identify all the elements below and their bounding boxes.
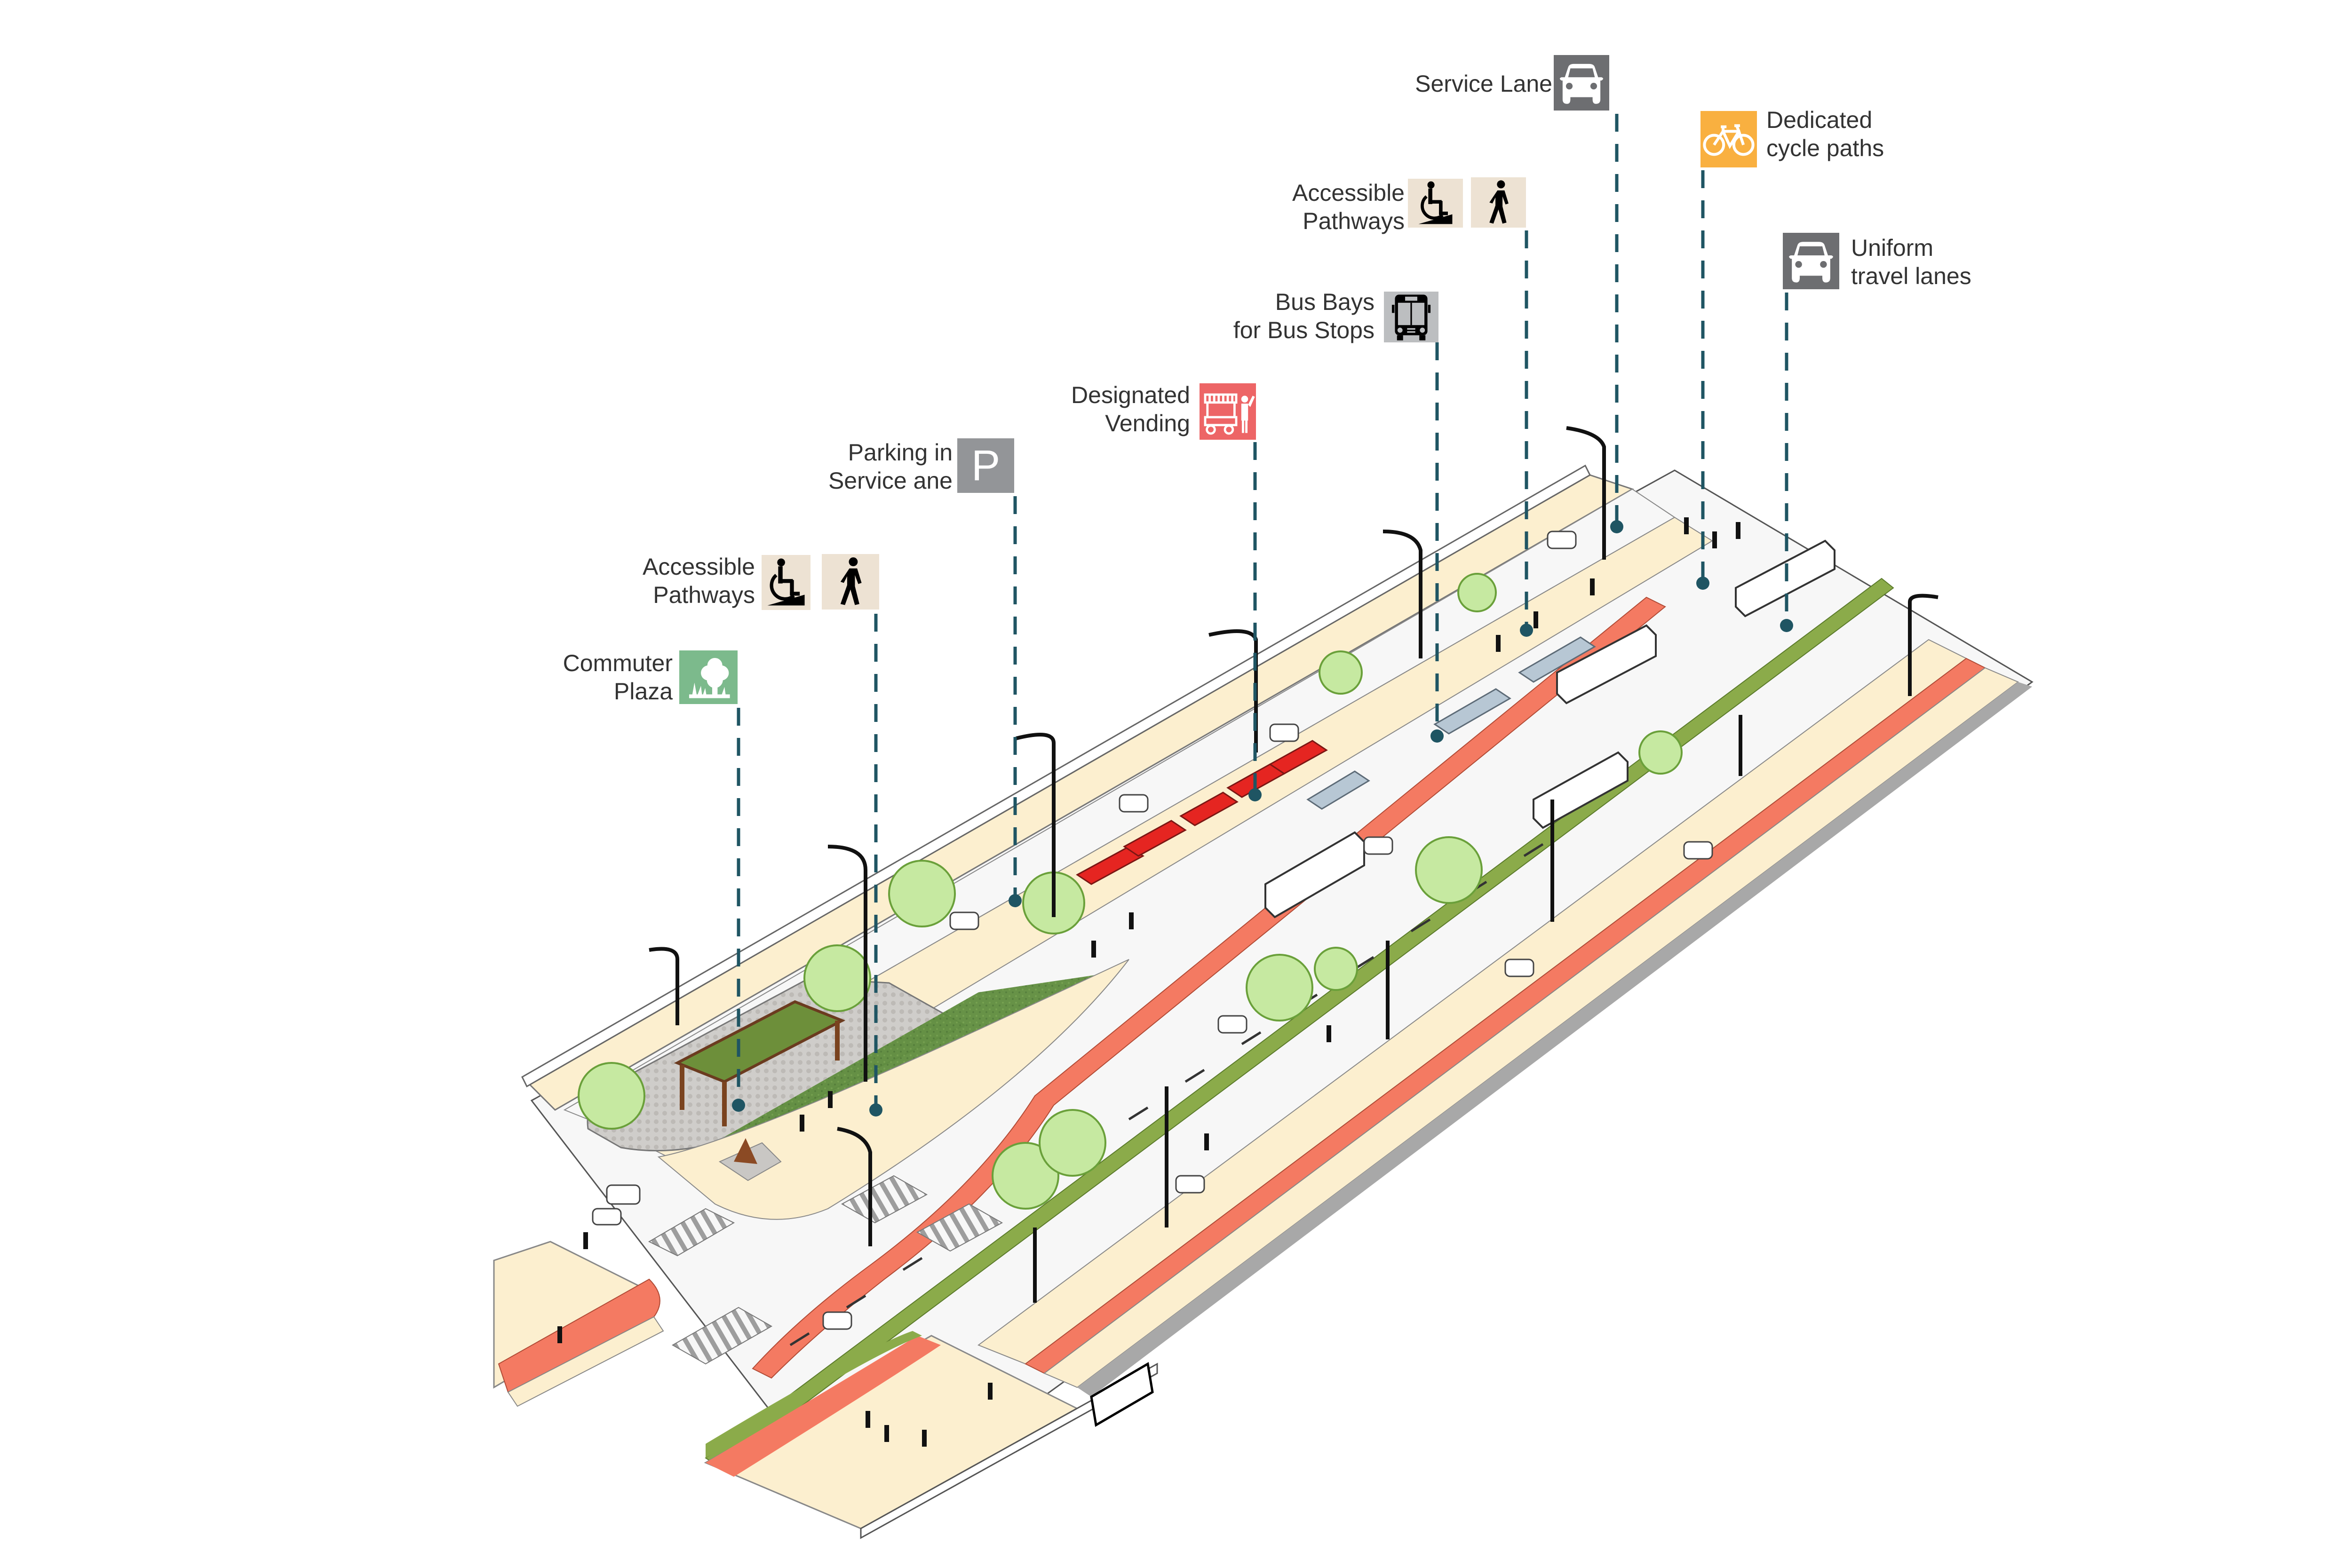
label-line: Service Lane: [1415, 71, 1552, 97]
label-line: Pathways: [1303, 208, 1405, 234]
leader-dot: [1696, 577, 1709, 590]
leader-dot: [1610, 520, 1623, 533]
callout-label: Designated Vending: [1002, 381, 1190, 437]
parking-icon-letter: P: [971, 442, 1001, 490]
callout-label: Accessible Pathways: [567, 553, 755, 609]
callout-label: Commuter Plaza: [485, 649, 673, 705]
callout-label: Bus Bays for Bus Stops: [1139, 288, 1375, 344]
label-line: for Bus Stops: [1233, 317, 1375, 343]
label-line: cycle paths: [1766, 135, 1884, 161]
label-line: Parking in: [848, 439, 953, 466]
callout-label: Dedicated cycle paths: [1766, 106, 1884, 162]
cars: [592, 531, 1713, 1330]
commuter-plaza: [587, 959, 1129, 1220]
car-icon: [1783, 233, 1839, 289]
tree-icon: [679, 650, 738, 704]
pergola: [674, 1000, 846, 1126]
leader-dot: [869, 1103, 882, 1117]
parking-icon: P: [957, 438, 1014, 493]
callout-label: Uniform travel lanes: [1851, 234, 1971, 290]
car-icon: [1554, 55, 1609, 111]
label-line: Commuter: [563, 650, 673, 676]
label-line: Service ane: [828, 467, 953, 494]
label-line: Designated: [1071, 382, 1190, 408]
bus-icon: [1384, 292, 1438, 342]
leader-dot: [1009, 894, 1022, 907]
label-line: Accessible: [1292, 180, 1405, 206]
label-line: Pathways: [653, 582, 755, 608]
vending-cart-icon: [1200, 383, 1256, 440]
pedestrian-icon: [1471, 177, 1526, 228]
street-lights: [649, 426, 1939, 1303]
label-line: Vending: [1105, 410, 1190, 436]
zebra-crossings: [648, 1175, 1003, 1365]
callout-label: Service Lane: [1364, 70, 1552, 98]
label-line: Bus Bays: [1275, 289, 1375, 315]
buses: [1264, 539, 1836, 919]
leader-dot: [1430, 729, 1444, 743]
leader-dot: [1780, 619, 1793, 632]
pedestrian-icon: [822, 554, 879, 610]
wheelchair-ramp-icon: [1408, 179, 1463, 228]
wheelchair-ramp-icon: [762, 555, 810, 610]
leader-dot: [1248, 788, 1262, 801]
callout-label: Parking in Service ane: [764, 438, 953, 495]
callout-label: Accessible Pathways: [1216, 179, 1405, 235]
bus-shelters: [1306, 636, 1596, 810]
pedestrians: [557, 517, 1740, 1447]
leader-dot: [1520, 624, 1533, 637]
label-line: travel lanes: [1851, 263, 1971, 289]
trees: [578, 573, 1683, 1210]
bicycle-icon: [1700, 111, 1757, 167]
leader-dot: [732, 1099, 745, 1112]
label-line: Accessible: [643, 554, 755, 580]
right-side-paths: [977, 639, 2032, 1397]
label-line: Dedicated: [1766, 107, 1873, 133]
label-line: Uniform: [1851, 235, 1934, 261]
label-line: Plaza: [613, 678, 673, 705]
